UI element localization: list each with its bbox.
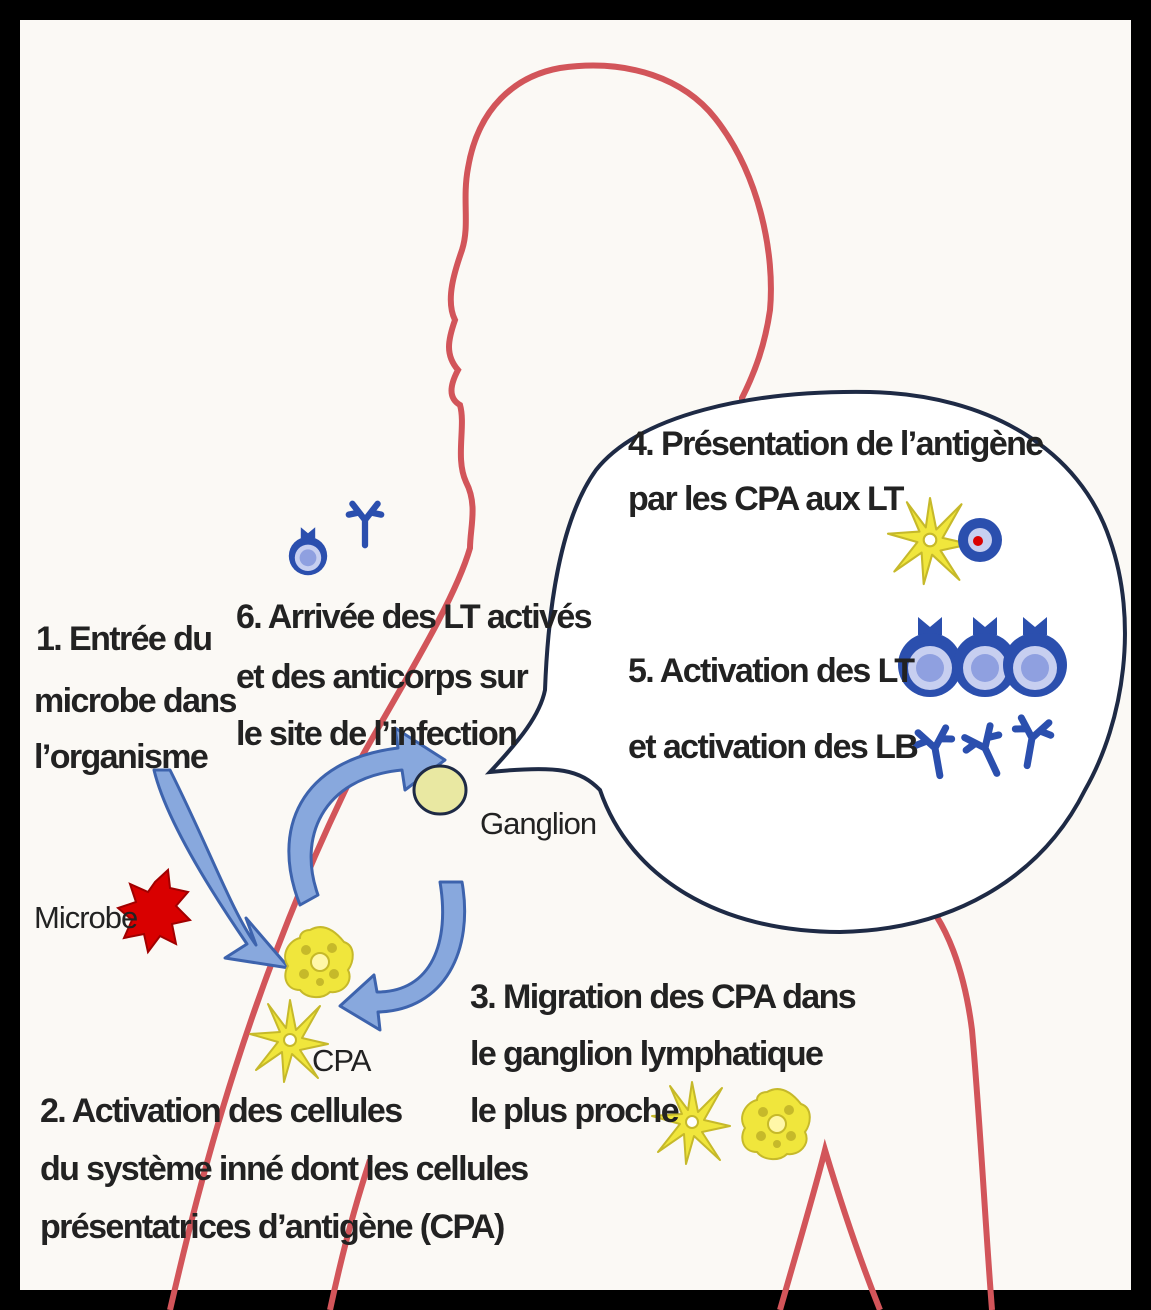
ganglion-icon bbox=[414, 766, 466, 814]
step1-line2: microbe dans bbox=[34, 684, 236, 718]
step5-line2: et activation des LB bbox=[628, 730, 917, 764]
step3-line3: le plus proche bbox=[470, 1094, 678, 1128]
arrow-migration bbox=[340, 882, 465, 1030]
step4-line1: 4. Présentation de l’antigène bbox=[628, 427, 1043, 461]
step1-line3: l’organisme bbox=[34, 740, 207, 774]
arrow-return bbox=[289, 728, 445, 905]
lymphocyte-t-icon bbox=[289, 527, 327, 575]
ganglion-label: Ganglion bbox=[480, 808, 596, 839]
cpa-macrophage-icon bbox=[742, 1089, 810, 1159]
cpa-label: CPA bbox=[312, 1045, 370, 1076]
lymphocyte-t-icon bbox=[958, 518, 1002, 562]
step2-line2: du système inné dont les cellules bbox=[40, 1152, 528, 1186]
arm-outline bbox=[780, 1150, 880, 1310]
step3-line2: le ganglion lymphatique bbox=[470, 1037, 822, 1071]
step5-line1: 5. Activation des LT bbox=[628, 654, 913, 688]
step2-line3: présentatrices d’antigène (CPA) bbox=[40, 1210, 504, 1244]
microbe-label: Microbe bbox=[34, 902, 137, 933]
step2-line1: 2. Activation des cellules bbox=[40, 1094, 402, 1128]
step6-line1: 6. Arrivée des LT activés bbox=[236, 600, 591, 634]
step4-line2: par les CPA aux LT bbox=[628, 482, 903, 516]
step6-line2: et des anticorps sur bbox=[236, 660, 527, 694]
antibody-icon bbox=[349, 504, 381, 545]
step3-line1: 3. Migration des CPA dans bbox=[470, 980, 855, 1014]
step1-line1: 1. Entrée du bbox=[36, 622, 211, 656]
step6-line3: le site de l’infection bbox=[236, 717, 516, 751]
cpa-macrophage-icon bbox=[285, 927, 353, 997]
